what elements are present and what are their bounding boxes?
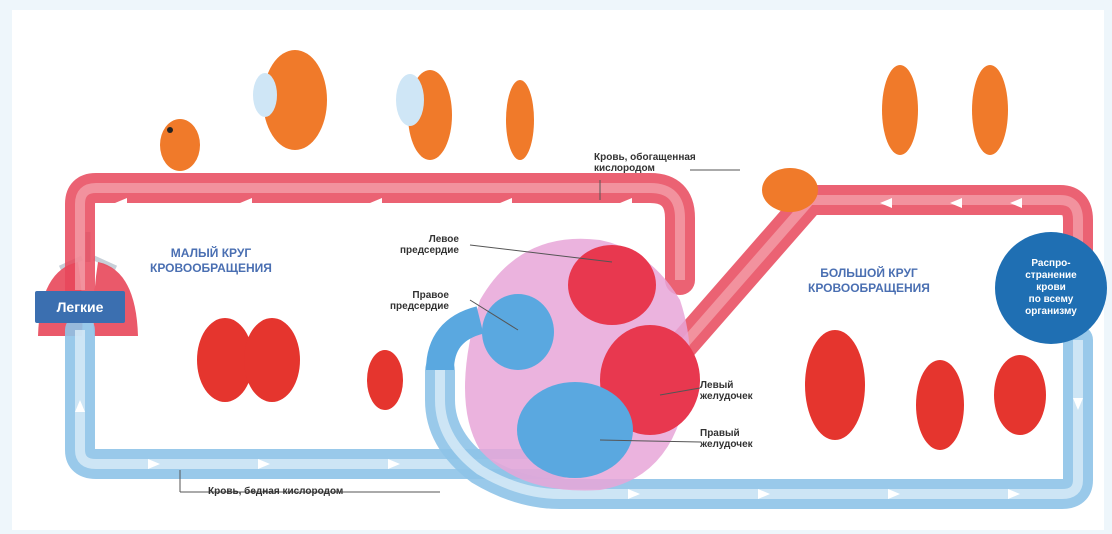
character-icon <box>160 119 200 171</box>
oxygen-poor-blood-label: Кровь, бедная кислородом <box>208 486 343 497</box>
character-icon <box>805 330 865 440</box>
character-icon <box>762 168 818 212</box>
right-atrium-label: Правое предсердие <box>390 290 449 312</box>
character-icon <box>244 318 300 402</box>
left-atrium-label: Левое предсердие <box>400 234 459 256</box>
character-icon <box>972 65 1008 155</box>
character-icon <box>506 80 534 160</box>
systemic-circulation-title: БОЛЬШОЙ КРУГ КРОВООБРАЩЕНИЯ <box>808 266 930 296</box>
left-ventricle-label: Левый желудочек <box>700 380 753 402</box>
distribution-label: Распро- странение крови по всему организ… <box>1025 258 1077 318</box>
oxygen-rich-blood-label: Кровь, обогащенная кислородом <box>594 152 696 174</box>
character-icon <box>367 350 403 410</box>
lungs-label: Легкие <box>35 291 125 323</box>
character-icon <box>882 65 918 155</box>
right-ventricle-label: Правый желудочек <box>700 428 753 450</box>
character-icon <box>994 355 1046 435</box>
pulmonary-circulation-title: МАЛЫЙ КРУГ КРОВООБРАЩЕНИЯ <box>150 246 272 276</box>
character-icon <box>916 360 964 450</box>
distribution-badge: Распро- странение крови по всему организ… <box>995 232 1107 344</box>
